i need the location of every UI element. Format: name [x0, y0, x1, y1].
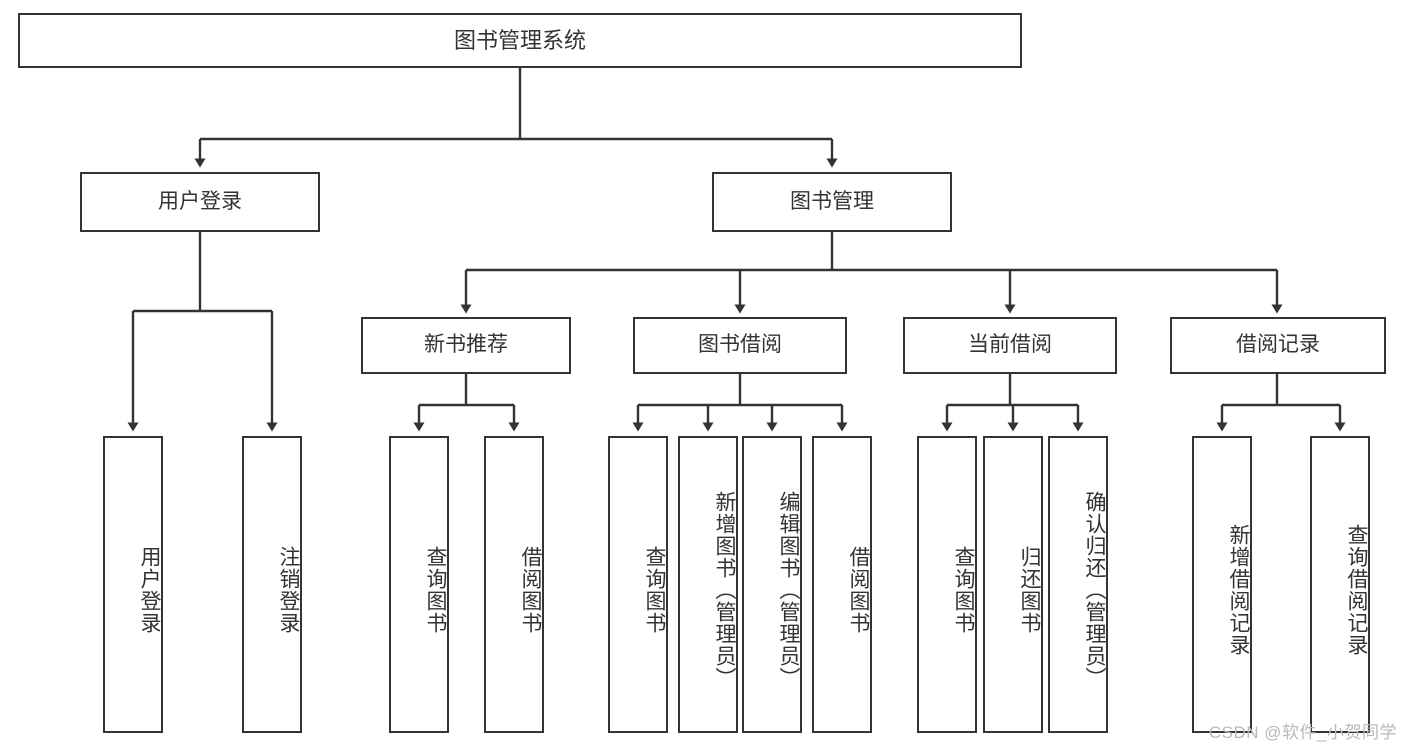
leaf-borrow-book[interactable]: 借阅图书	[812, 436, 872, 733]
node-new-book-recommend[interactable]: 新书推荐	[361, 317, 571, 374]
node-label: 新书推荐	[424, 333, 508, 357]
node-label: 查询图书	[424, 545, 447, 634]
leaf-query-borrow-record[interactable]: 查询借阅记录	[1310, 436, 1370, 733]
node-label: 注销登录	[277, 545, 300, 634]
leaf-confirm-return-admin[interactable]: 确认归还（管理员）	[1048, 436, 1108, 733]
node-borrow-record[interactable]: 借阅记录	[1170, 317, 1386, 374]
leaf-return-book[interactable]: 归还图书	[983, 436, 1043, 733]
watermark-text: CSDN @软件_小贺同学	[1208, 723, 1397, 742]
leaf-query-book-current[interactable]: 查询图书	[917, 436, 977, 733]
node-label: 用户登录	[158, 189, 242, 213]
leaf-logout[interactable]: 注销登录	[242, 436, 302, 733]
node-label: 用户登录	[138, 545, 161, 634]
node-label: 确认归还（管理员）	[1083, 490, 1106, 689]
node-root-book-management-system[interactable]: 图书管理系统	[18, 13, 1022, 68]
node-label: 借阅记录	[1236, 333, 1320, 357]
node-label: 编辑图书（管理员）	[777, 490, 800, 689]
leaf-edit-book-admin[interactable]: 编辑图书（管理员）	[742, 436, 802, 733]
leaf-query-book-borrow[interactable]: 查询图书	[608, 436, 668, 733]
node-book-borrow[interactable]: 图书借阅	[633, 317, 847, 374]
node-label: 查询图书	[952, 545, 975, 634]
node-label: 归还图书	[1018, 545, 1041, 634]
node-label: 新增图书（管理员）	[713, 490, 736, 689]
node-label: 当前借阅	[968, 333, 1052, 357]
node-book-management[interactable]: 图书管理	[712, 172, 952, 232]
leaf-query-book-recommend[interactable]: 查询图书	[389, 436, 449, 733]
node-label: 查询借阅记录	[1345, 523, 1368, 656]
node-label: 借阅图书	[847, 545, 870, 634]
leaf-borrow-book-recommend[interactable]: 借阅图书	[484, 436, 544, 733]
node-label: 新增借阅记录	[1227, 523, 1250, 656]
node-label: 图书管理系统	[453, 27, 586, 53]
node-label: 查询图书	[643, 545, 666, 634]
node-current-borrow[interactable]: 当前借阅	[903, 317, 1117, 374]
node-user-login[interactable]: 用户登录	[80, 172, 320, 232]
leaf-add-borrow-record[interactable]: 新增借阅记录	[1192, 436, 1252, 733]
node-label: 图书管理	[790, 189, 874, 213]
node-label: 借阅图书	[519, 545, 542, 634]
node-label: 图书借阅	[698, 333, 782, 357]
leaf-user-login[interactable]: 用户登录	[103, 436, 163, 733]
leaf-add-book-admin[interactable]: 新增图书（管理员）	[678, 436, 738, 733]
